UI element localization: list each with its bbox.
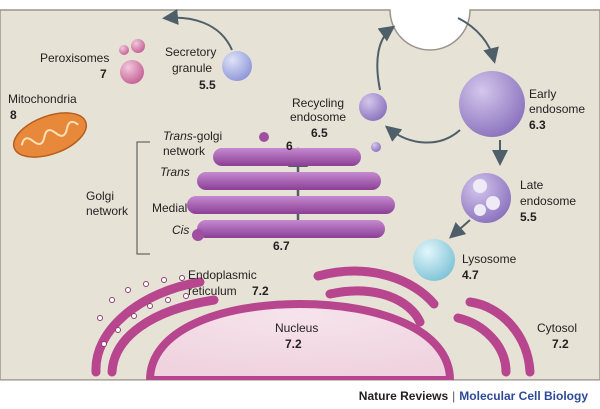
early-ph: 6.3 [529, 118, 546, 132]
golgi-bracket [136, 141, 150, 255]
early-label-2: endosome [529, 102, 585, 116]
late-label-2: endosome [520, 194, 576, 208]
footer-divider [0, 380, 600, 381]
journal-credit: Nature Reviews|Molecular Cell Biology [359, 389, 588, 403]
trans-golgi-italic: Trans [163, 129, 193, 143]
mitochondria [12, 112, 88, 158]
recycling-label-2: endosome [290, 110, 346, 124]
er-ph: 7.2 [252, 284, 269, 298]
cell-diagram-svg: Peroxisomes 7 Secretory granule 5.5 Mito… [0, 9, 600, 384]
trans-golgi-label-2: network [163, 144, 206, 158]
nucleus-ph: 7.2 [285, 337, 302, 351]
footer: Nature Reviews|Molecular Cell Biology [0, 380, 600, 409]
lysosome-label: Lysosome [462, 252, 517, 266]
peroxisomes-label: Peroxisomes [40, 51, 109, 65]
cytosol-ph: 7.2 [552, 337, 569, 351]
arrow-late-to-lysosome [449, 219, 471, 239]
medial-label: Medial [152, 201, 187, 215]
lysosome-ph: 4.7 [462, 268, 479, 282]
golgi-stack [187, 132, 395, 241]
late-ph: 5.5 [520, 210, 537, 224]
secretory-ph: 5.5 [199, 78, 216, 92]
late-endosome [461, 173, 511, 223]
golgi-cisterna-medial [187, 196, 395, 214]
recycling-vesicle [371, 142, 381, 152]
trans-golgi-label-1: Trans-golgi [163, 129, 222, 143]
ribosomes [97, 275, 189, 347]
peroxisomes [119, 39, 145, 84]
cytosol-label: Cytosol [537, 321, 577, 335]
nucleus-label: Nucleus [275, 321, 318, 335]
arrow-recycling-to-membrane [376, 25, 396, 91]
arrow-to-secretory-exit [162, 9, 233, 51]
journal-section: Molecular Cell Biology [459, 389, 588, 403]
early-label-1: Early [529, 87, 556, 101]
secretory-label-2: granule [172, 61, 212, 75]
recycling-ph: 6.5 [311, 126, 328, 140]
nucleus [145, 299, 455, 384]
golgi-label-2: network [86, 204, 129, 218]
secretory-label-1: Secretory [165, 45, 216, 59]
credit-separator: | [452, 389, 456, 403]
er-label-1: Endoplasmic [188, 268, 257, 282]
arrow-early-to-recycling [384, 125, 461, 144]
arrow-membrane-to-early [457, 17, 499, 64]
golgi-cisterna-cis [197, 220, 385, 238]
mitochondria-ph: 8 [10, 108, 17, 122]
golgi-label-1: Golgi [86, 189, 114, 203]
trans-label: Trans [160, 165, 190, 179]
trans-golgi-rest: -golgi [193, 129, 222, 143]
journal-name: Nature Reviews [358, 389, 449, 403]
trans-golgi-ph: 6 [286, 139, 293, 153]
secretory-granule [222, 51, 252, 81]
golgi-cisterna-trans [197, 172, 381, 190]
recycling-label-1: Recycling [292, 96, 344, 110]
er-label-2: reticulum [188, 284, 237, 298]
late-label-1: Late [520, 178, 544, 192]
mitochondria-label: Mitochondria [8, 92, 77, 106]
endoplasmic-reticulum [91, 266, 535, 377]
peroxisomes-ph: 7 [100, 67, 107, 81]
early-endosome [459, 71, 525, 137]
golgi-cisterna-trans-golgi [213, 148, 361, 166]
cis-label: Cis [172, 223, 189, 237]
recycling-endosome [359, 93, 387, 121]
lysosome [413, 239, 455, 281]
cis-ph: 6.7 [273, 239, 290, 253]
